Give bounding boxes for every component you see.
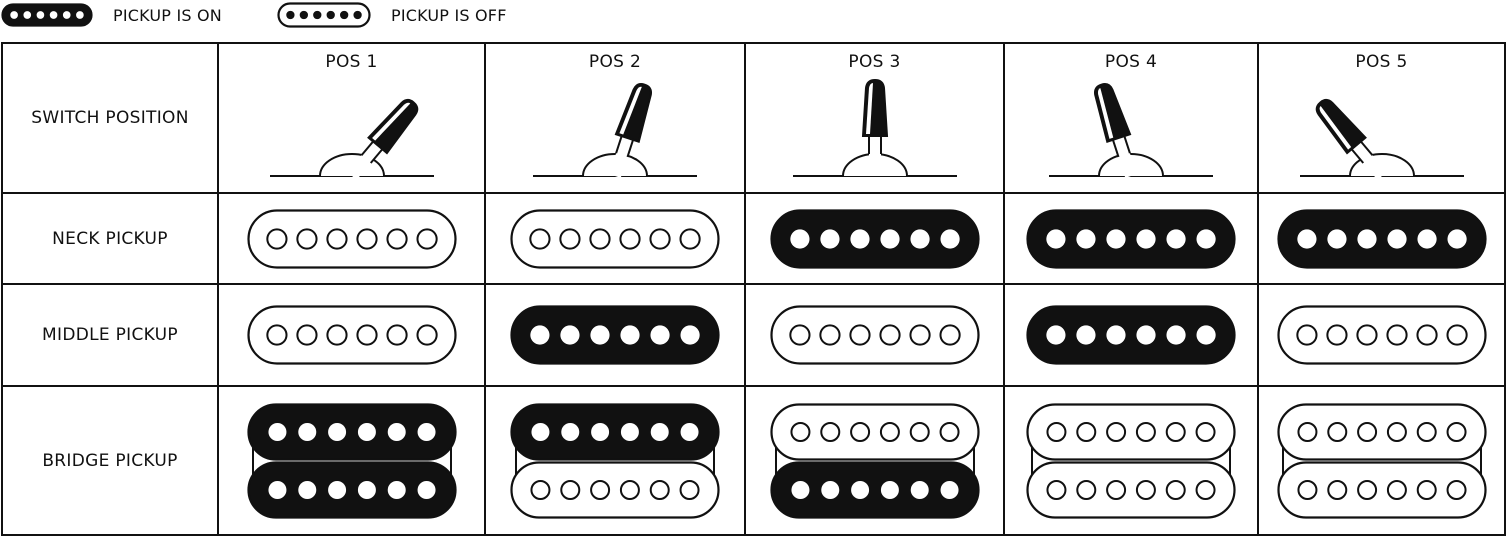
legend-on-label: PICKUP IS ON <box>113 5 222 25</box>
toggle-switch-icon <box>533 83 697 178</box>
bridge-cell-pos-5 <box>1259 387 1504 534</box>
neck-pickup-on-icon <box>769 208 980 269</box>
toggle-switch-icon <box>792 78 957 177</box>
legend-on: PICKUP IS ON <box>1 3 222 27</box>
neck-pickup-on-icon <box>1026 208 1236 269</box>
neck-cell-pos-2 <box>486 194 744 283</box>
neck-pickup-on-icon <box>1276 208 1487 269</box>
toggle-switch-icon <box>1049 83 1213 178</box>
row-label-bridge-pickup: BRIDGE PICKUP <box>42 450 178 471</box>
neck-pickup-off-icon <box>246 208 457 269</box>
middle-cell-pos-5 <box>1259 285 1504 385</box>
legend-off-label: PICKUP IS OFF <box>391 5 507 25</box>
single-coil-on-icon <box>1 3 93 27</box>
bridge-humbucker-on-off-icon <box>510 402 720 519</box>
switch-cell-pos-1: POS 1 <box>219 44 484 192</box>
bridge-humbucker-off-on-icon <box>769 402 980 519</box>
single-coil-off-icon <box>277 2 371 28</box>
bridge-cell-pos-1 <box>219 387 484 534</box>
middle-cell-pos-2 <box>486 285 744 385</box>
position-label: POS 3 <box>848 52 901 72</box>
switch-chart-table: SWITCH POSITION NECK PICKUP MIDDLE PICKU… <box>1 42 1506 536</box>
middle-pickup-on-icon <box>1026 305 1236 365</box>
bridge-cell-pos-3 <box>746 387 1003 534</box>
legend: PICKUP IS ON PICKUP IS OFF <box>0 0 1507 40</box>
middle-cell-pos-4 <box>1005 285 1257 385</box>
toggle-switch-icon <box>1299 98 1464 180</box>
row-label-neck-pickup: NECK PICKUP <box>52 228 168 249</box>
middle-pickup-off-icon <box>769 305 980 365</box>
legend-off: PICKUP IS OFF <box>277 2 507 28</box>
bridge-cell-pos-4 <box>1005 387 1257 534</box>
bridge-humbucker-off-off-icon <box>1026 402 1236 519</box>
middle-cell-pos-3 <box>746 285 1003 385</box>
toggle-switch-icon <box>269 98 434 180</box>
neck-cell-pos-4 <box>1005 194 1257 283</box>
middle-pickup-off-icon <box>1276 305 1487 365</box>
middle-pickup-off-icon <box>246 305 457 365</box>
switch-cell-pos-3: POS 3 <box>746 44 1003 192</box>
switch-cell-pos-2: POS 2 <box>486 44 744 192</box>
position-label: POS 1 <box>325 52 378 72</box>
position-label: POS 4 <box>1104 52 1158 72</box>
neck-cell-pos-3 <box>746 194 1003 283</box>
middle-pickup-on-icon <box>510 305 720 365</box>
neck-cell-pos-1 <box>219 194 484 283</box>
position-label: POS 2 <box>588 52 642 72</box>
switch-cell-pos-4: POS 4 <box>1005 44 1257 192</box>
bridge-humbucker-off-off-icon <box>1276 402 1487 519</box>
neck-cell-pos-5 <box>1259 194 1504 283</box>
position-label: POS 5 <box>1355 52 1408 72</box>
switch-cell-pos-5: POS 5 <box>1259 44 1504 192</box>
middle-cell-pos-1 <box>219 285 484 385</box>
bridge-humbucker-on-on-icon <box>246 402 457 519</box>
neck-pickup-off-icon <box>510 208 720 269</box>
row-label-middle-pickup: MIDDLE PICKUP <box>42 325 178 345</box>
row-label-switch-position: SWITCH POSITION <box>31 108 189 128</box>
bridge-cell-pos-2 <box>486 387 744 534</box>
